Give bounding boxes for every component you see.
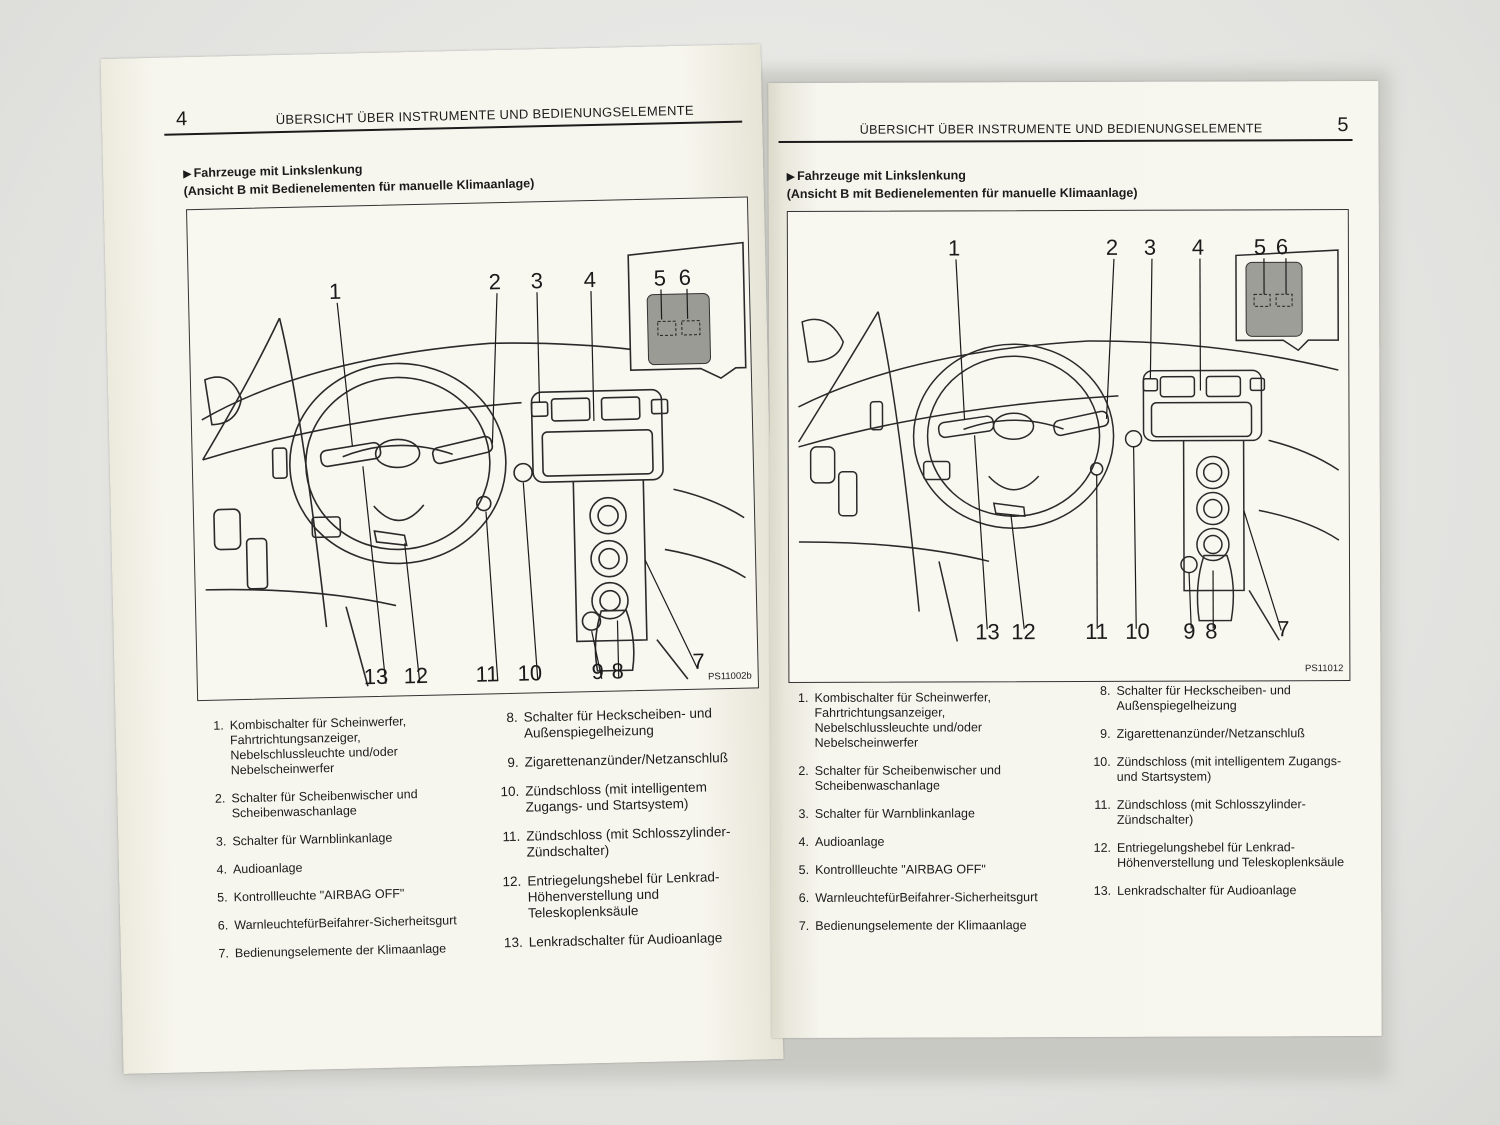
callout-3: 3	[1143, 234, 1157, 260]
callout-5: 5	[1253, 234, 1267, 260]
left-subheading-line1: Fahrzeuge mit Linkslenkung	[193, 162, 363, 181]
right-page-number: 5	[1337, 114, 1349, 137]
legend-item: 6.WarnleuchtefürBeifahrer-Sicherheitsgur…	[798, 890, 1038, 905]
legend-item: 8.Schalter für Heckscheiben- und Außensp…	[1099, 683, 1291, 713]
right-legend-col-a: 1.Kombischalter für Scheinwerfer, Fahrtr…	[790, 690, 1061, 947]
callout-11: 11	[1085, 618, 1109, 644]
dashboard-illustration	[201, 241, 747, 687]
left-page-header: 4 ÜBERSICHT ÜBER INSTRUMENTE UND BEDIENU…	[163, 92, 743, 136]
right-subheading-line2: (Ansicht B mit Bedienelementen für manue…	[786, 185, 1138, 202]
legend-item: 2.Schalter für Scheibenwischer und Schei…	[214, 787, 418, 821]
right-page-header: ÜBERSICHT ÜBER INSTRUMENTE UND BEDIENUNG…	[778, 111, 1353, 144]
legend-item: 11.Zündschloss (mit Schlosszylinder-Zünd…	[1094, 797, 1306, 827]
legend-item: 8.Schalter für Heckscheiben- und Außensp…	[506, 705, 713, 741]
callout-6: 6	[1275, 234, 1289, 260]
legend-item: 11.Zündschloss (mit Schlosszylinder-Zünd…	[502, 824, 731, 860]
legend-item: 13.Lenkradschalter für Audioanlage	[1093, 883, 1297, 898]
callout-1: 1	[328, 278, 342, 304]
right-subheading-line1: Fahrzeuge mit Linkslenkung	[797, 168, 966, 183]
left-header-title: ÜBERSICHT ÜBER INSTRUMENTE UND BEDIENUNG…	[275, 102, 695, 128]
legend-item: 12.Entriegelungshebel für Lenkrad-Höhenv…	[1093, 840, 1345, 870]
callout-2: 2	[488, 269, 502, 295]
callout-8: 8	[1205, 618, 1218, 644]
callout-12: 12	[403, 662, 429, 689]
callout-7: 7	[1277, 616, 1290, 642]
legend-item: 3.Schalter für Warnblinkanlage	[798, 806, 975, 821]
callout-8: 8	[611, 658, 625, 684]
callout-12: 12	[1011, 619, 1036, 645]
callout-2: 2	[1105, 234, 1119, 260]
legend-item: 5.Kontrollleuchte "AIRBAG OFF"	[798, 862, 986, 877]
legend-item: 7.Bedienungselemente der Klimaanlage	[218, 941, 447, 961]
callout-11: 11	[475, 661, 499, 687]
triangle-marker-icon: ▶	[183, 168, 192, 181]
callout-9: 9	[591, 658, 605, 685]
callout-1: 1	[947, 235, 961, 261]
left-legend-col-a: 1.Kombischalter für Scheinwerfer, Fahrtr…	[206, 713, 472, 975]
legend-item: 1.Kombischalter für Scheinwerfer, Fahrtr…	[213, 714, 407, 778]
callout-7: 7	[692, 648, 705, 674]
left-legend-col-b: 8.Schalter für Heckscheiben- und Außensp…	[493, 704, 761, 964]
dashboard-illustration	[797, 249, 1340, 642]
left-subheading: ▶Fahrzeuge mit Linkslenkung (Ansicht B m…	[183, 157, 534, 200]
right-legend-col-b: 8.Schalter für Heckscheiben- und Außensp…	[1086, 683, 1357, 912]
callout-13: 13	[975, 619, 1000, 645]
legend-item: 3.Schalter für Warnblinkanlage	[215, 830, 393, 849]
callout-3: 3	[530, 268, 544, 294]
legend-item: 1.Kombischalter für Scheinwerfer, Fahrtr…	[798, 690, 991, 750]
legend-item: 4.Audioanlage	[798, 834, 885, 849]
legend-item: 5.Kontrollleuchte "AIRBAG OFF"	[217, 886, 405, 905]
left-dashboard-diagram: 1 2 3 4 5 6 7 8 9 10 11 12 13 PS11002b	[186, 196, 760, 702]
legend-item: 7.Bedienungselemente der Klimaanlage	[798, 918, 1027, 933]
right-subheading: ▶Fahrzeuge mit Linkslenkung (Ansicht B m…	[787, 167, 1138, 203]
callout-5: 5	[653, 265, 667, 291]
callout-10: 10	[517, 660, 543, 686]
legend-item: 9.Zigarettenanzünder/Netzanschluß	[1100, 726, 1305, 741]
legend-item: 2.Schalter für Scheibenwischer und Schei…	[798, 763, 1001, 793]
callout-10: 10	[1125, 618, 1150, 644]
right-dashboard-diagram: 1 2 3 4 5 6 7 8 9 10 11 12 13 PS11012	[786, 209, 1351, 684]
legend-item: 12.Entriegelungshebel für Lenkrad-Höhenv…	[502, 869, 720, 921]
right-header-title: ÜBERSICHT ÜBER INSTRUMENTE UND BEDIENUNG…	[859, 121, 1263, 137]
left-page: 4 ÜBERSICHT ÜBER INSTRUMENTE UND BEDIENU…	[100, 44, 784, 1074]
triangle-marker-icon: ▶	[786, 170, 796, 184]
callout-13: 13	[363, 663, 389, 690]
legend-item: 10.Zündschloss (mit intelligentem Zugang…	[500, 779, 708, 815]
callout-4: 4	[1191, 234, 1205, 260]
callout-6: 6	[678, 264, 692, 291]
legend-item: 10.Zündschloss (mit intelligentem Zugang…	[1093, 754, 1342, 784]
legend-item: 6.WarnleuchtefürBeifahrer-Sicherheitsgur…	[217, 913, 457, 933]
legend-item: 13.Lenkradschalter für Audioanlage	[503, 930, 723, 951]
right-figure-code: PS11012	[1304, 663, 1344, 675]
left-page-number: 4	[175, 108, 188, 131]
legend-item: 9.Zigarettenanzünder/Netzanschluß	[507, 750, 729, 771]
callout-4: 4	[583, 266, 597, 293]
page-gutter-shadow	[768, 83, 786, 1039]
legend-item: 4.Audioanlage	[216, 860, 303, 877]
right-page: ÜBERSICHT ÜBER INSTRUMENTE UND BEDIENUNG…	[768, 80, 1382, 1039]
callout-9: 9	[1183, 618, 1196, 644]
left-figure-code: PS11002b	[707, 670, 752, 683]
